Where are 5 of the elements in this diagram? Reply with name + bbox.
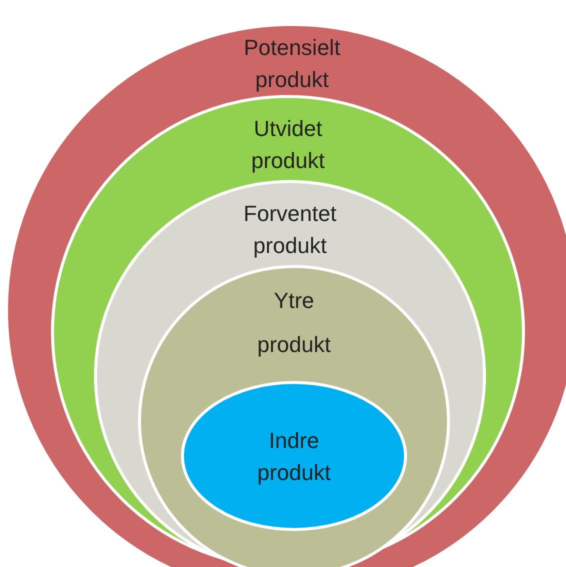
ring-label: Utvidet produkt (250, 115, 326, 175)
ring-label: Indre produkt (256, 427, 332, 487)
ring-label: Ytre produkt (256, 287, 332, 359)
ring-label: Forventet produkt (242, 200, 338, 260)
ring-label: Potensielt produkt (242, 34, 342, 94)
